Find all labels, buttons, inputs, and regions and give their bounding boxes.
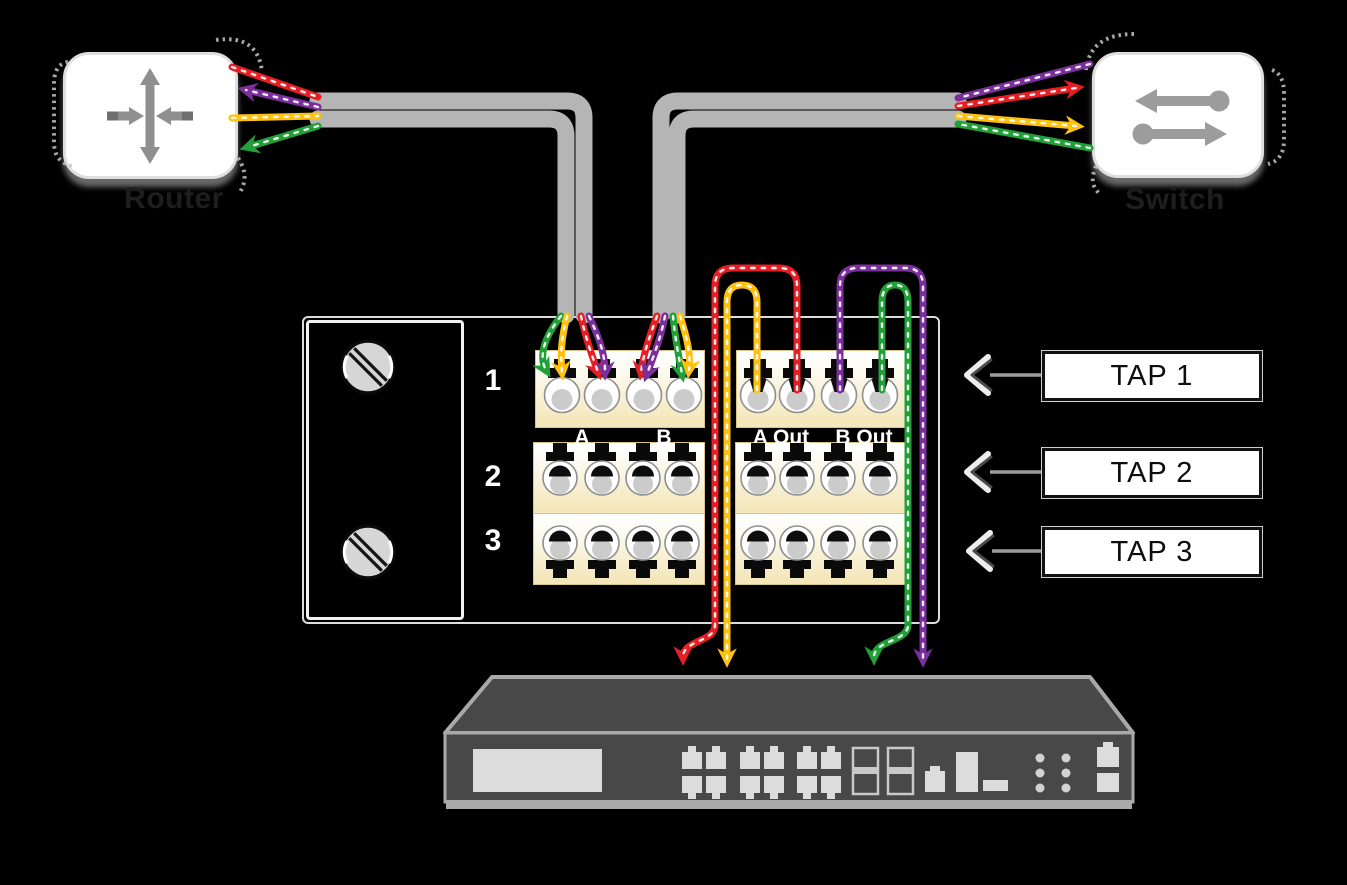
- label-port-a-out: A Out: [752, 426, 810, 449]
- device-display: [473, 749, 602, 792]
- switch-node: [1092, 52, 1264, 178]
- switch-cable-b: [668, 110, 967, 324]
- router-tx-strand: [228, 63, 322, 101]
- label-port-b-out: B Out: [835, 426, 893, 449]
- device-base: [446, 800, 1132, 809]
- router-rx-strand: [237, 82, 322, 111]
- port-group-row3-right: [735, 513, 907, 585]
- row-label-1: 1: [484, 364, 502, 397]
- device-top-face: [443, 675, 1135, 735]
- switch-tx-strand: [954, 120, 1094, 152]
- router-icon: [107, 68, 193, 164]
- port-group-row3-left: [533, 513, 705, 585]
- tap2-callout: TAP 2: [1041, 447, 1263, 499]
- switch-icon: [1132, 89, 1230, 146]
- router-cable-a: [309, 92, 593, 324]
- router-cable-b: [309, 110, 575, 324]
- tap3-callout: TAP 3: [1041, 526, 1263, 578]
- row-label-2: 2: [484, 460, 502, 493]
- tap1-callout: TAP 1: [1041, 350, 1263, 402]
- tap1-label: TAP 1: [1110, 359, 1194, 392]
- device-misc-ports: [925, 742, 1119, 792]
- router-rx-strand: [239, 122, 322, 154]
- tap2-label: TAP 2: [1110, 456, 1194, 489]
- router-tx-strand: [228, 112, 322, 122]
- label-port-b: B: [656, 426, 672, 449]
- device-sfp-cages: [851, 746, 915, 796]
- chevron-left-icon: [964, 354, 991, 396]
- port-group-row2-left: [533, 442, 705, 514]
- switch-rx-strand: [954, 79, 1085, 110]
- switch-rx-strand: [954, 112, 1085, 135]
- row-label-3: 3: [484, 524, 502, 557]
- label-port-a: A: [574, 426, 590, 449]
- trunk-cables: [309, 92, 967, 324]
- router-label: Router: [124, 182, 224, 215]
- tap3-label: TAP 3: [1110, 535, 1194, 568]
- switch-cable-a: [652, 92, 967, 324]
- monitoring-device: [443, 675, 1135, 809]
- device-rj45-ports: [682, 746, 841, 799]
- router-node: [63, 52, 238, 179]
- port-group-row2-right: [735, 442, 907, 514]
- switch-tx-strand: [954, 60, 1094, 102]
- port-group-row1-ab: [535, 350, 705, 428]
- port-group-row1-out: [736, 350, 907, 428]
- device-front-face: [443, 731, 1135, 804]
- device-led-dots: [1035, 753, 1071, 793]
- chevron-left-icon: [966, 530, 993, 572]
- switch-label: Switch: [1125, 183, 1225, 216]
- panel-mount-plate: [306, 320, 464, 620]
- chevron-left-icon: [964, 451, 991, 493]
